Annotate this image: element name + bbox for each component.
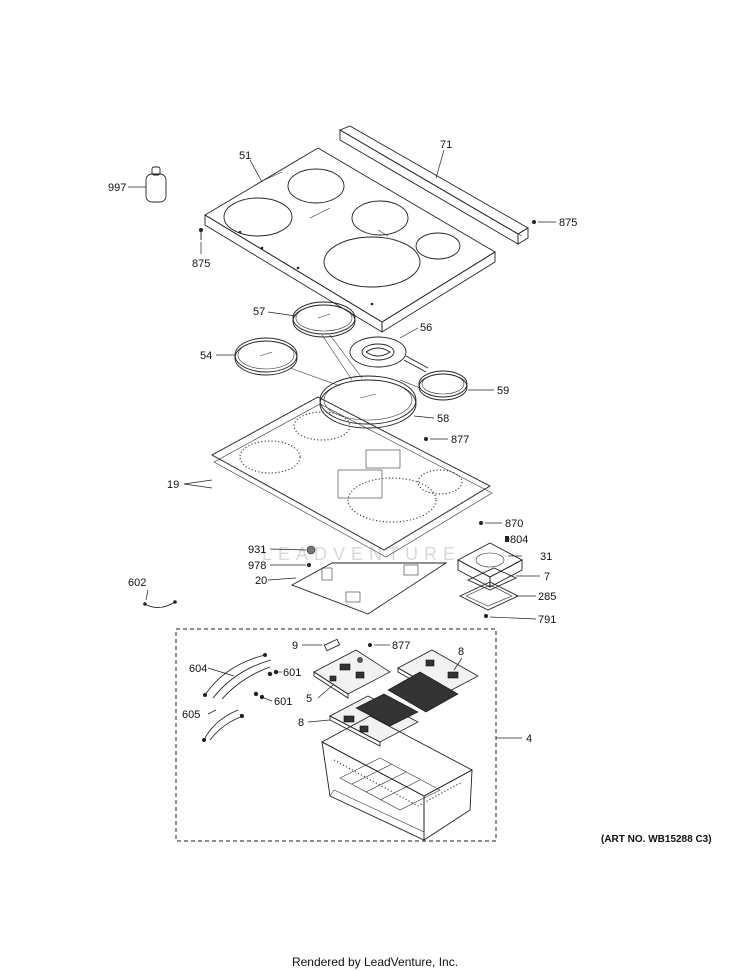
part-trim-strip[interactable] [338,125,529,245]
callout-5[interactable]: 5 [306,693,312,705]
callout-978[interactable]: 978 [248,560,266,572]
callout-labels: 997 51 71 875 875 57 56 54 59 58 877 19 … [108,139,577,745]
callout-602[interactable]: 602 [128,577,146,589]
callout-877-lower[interactable]: 877 [392,640,410,652]
callout-8-lower[interactable]: 8 [298,717,304,729]
callout-57[interactable]: 57 [253,306,265,318]
part-screw-875-right[interactable] [532,220,536,224]
callout-875-right[interactable]: 875 [559,217,577,229]
callout-601-upper[interactable]: 601 [283,667,301,679]
callout-870[interactable]: 870 [505,518,523,530]
part-chassis-4[interactable] [321,715,473,841]
callout-56[interactable]: 56 [420,322,432,334]
callout-804[interactable]: 804 [510,534,528,546]
callout-285[interactable]: 285 [538,591,556,603]
callout-604[interactable]: 604 [189,663,207,675]
callout-997[interactable]: 997 [108,182,126,194]
art-number: (ART NO. WB15288 C3) [601,834,712,845]
callout-601-lower[interactable]: 601 [274,696,292,708]
callout-931[interactable]: 931 [248,544,266,556]
callout-19[interactable]: 19 [167,479,179,491]
part-bottom-tray-20[interactable] [290,562,448,615]
part-fastener-978[interactable] [307,563,311,567]
part-fan-31[interactable] [457,542,523,588]
callout-605[interactable]: 605 [182,709,200,721]
callout-877-upper[interactable]: 877 [451,434,469,446]
leader-lines [128,149,556,739]
part-connector-601-upper[interactable] [267,669,279,677]
part-induction-board-8-upper[interactable] [387,649,479,713]
part-fuse-9[interactable] [323,638,341,652]
part-insulation-19[interactable] [211,396,493,558]
part-harness-605[interactable] [202,709,245,742]
part-cooktop-glass[interactable] [204,147,496,333]
part-cleaner-bottle[interactable] [145,166,167,203]
part-screw-870[interactable] [479,521,483,525]
callout-7[interactable]: 7 [544,571,550,583]
part-screw-875-left[interactable] [199,228,203,240]
callout-791[interactable]: 791 [538,614,556,626]
callout-54[interactable]: 54 [200,350,212,362]
part-screw-877-lower[interactable] [368,643,372,647]
part-element-54[interactable] [234,337,298,376]
element-wiring [289,334,421,389]
part-element-57[interactable] [292,301,356,338]
part-warming-element-56[interactable] [349,336,429,373]
part-screw-877-upper[interactable] [424,437,428,441]
callout-58[interactable]: 58 [437,413,449,425]
callout-9[interactable]: 9 [292,640,298,652]
part-fastener-931[interactable] [306,545,316,555]
part-control-board-5[interactable] [313,649,391,699]
part-harness-602[interactable] [143,600,177,608]
part-harness-604[interactable] [203,653,272,700]
callout-8-upper[interactable]: 8 [458,646,464,658]
watermark: LEADVENTURE [262,544,461,564]
part-element-59[interactable] [418,370,468,401]
callout-875-left[interactable]: 875 [192,258,210,270]
callout-31[interactable]: 31 [540,551,552,563]
callout-59[interactable]: 59 [497,385,509,397]
callout-51[interactable]: 51 [239,150,251,162]
part-connector-601-lower[interactable] [253,691,265,700]
part-induction-board-8-lower[interactable] [329,693,419,747]
callout-4[interactable]: 4 [526,733,532,745]
part-screw-791[interactable] [484,614,488,618]
callout-71[interactable]: 71 [440,139,452,151]
footer-credit: Rendered by LeadVenture, Inc. [292,955,458,969]
part-gasket-7[interactable] [466,567,518,591]
callout-20[interactable]: 20 [255,575,267,587]
